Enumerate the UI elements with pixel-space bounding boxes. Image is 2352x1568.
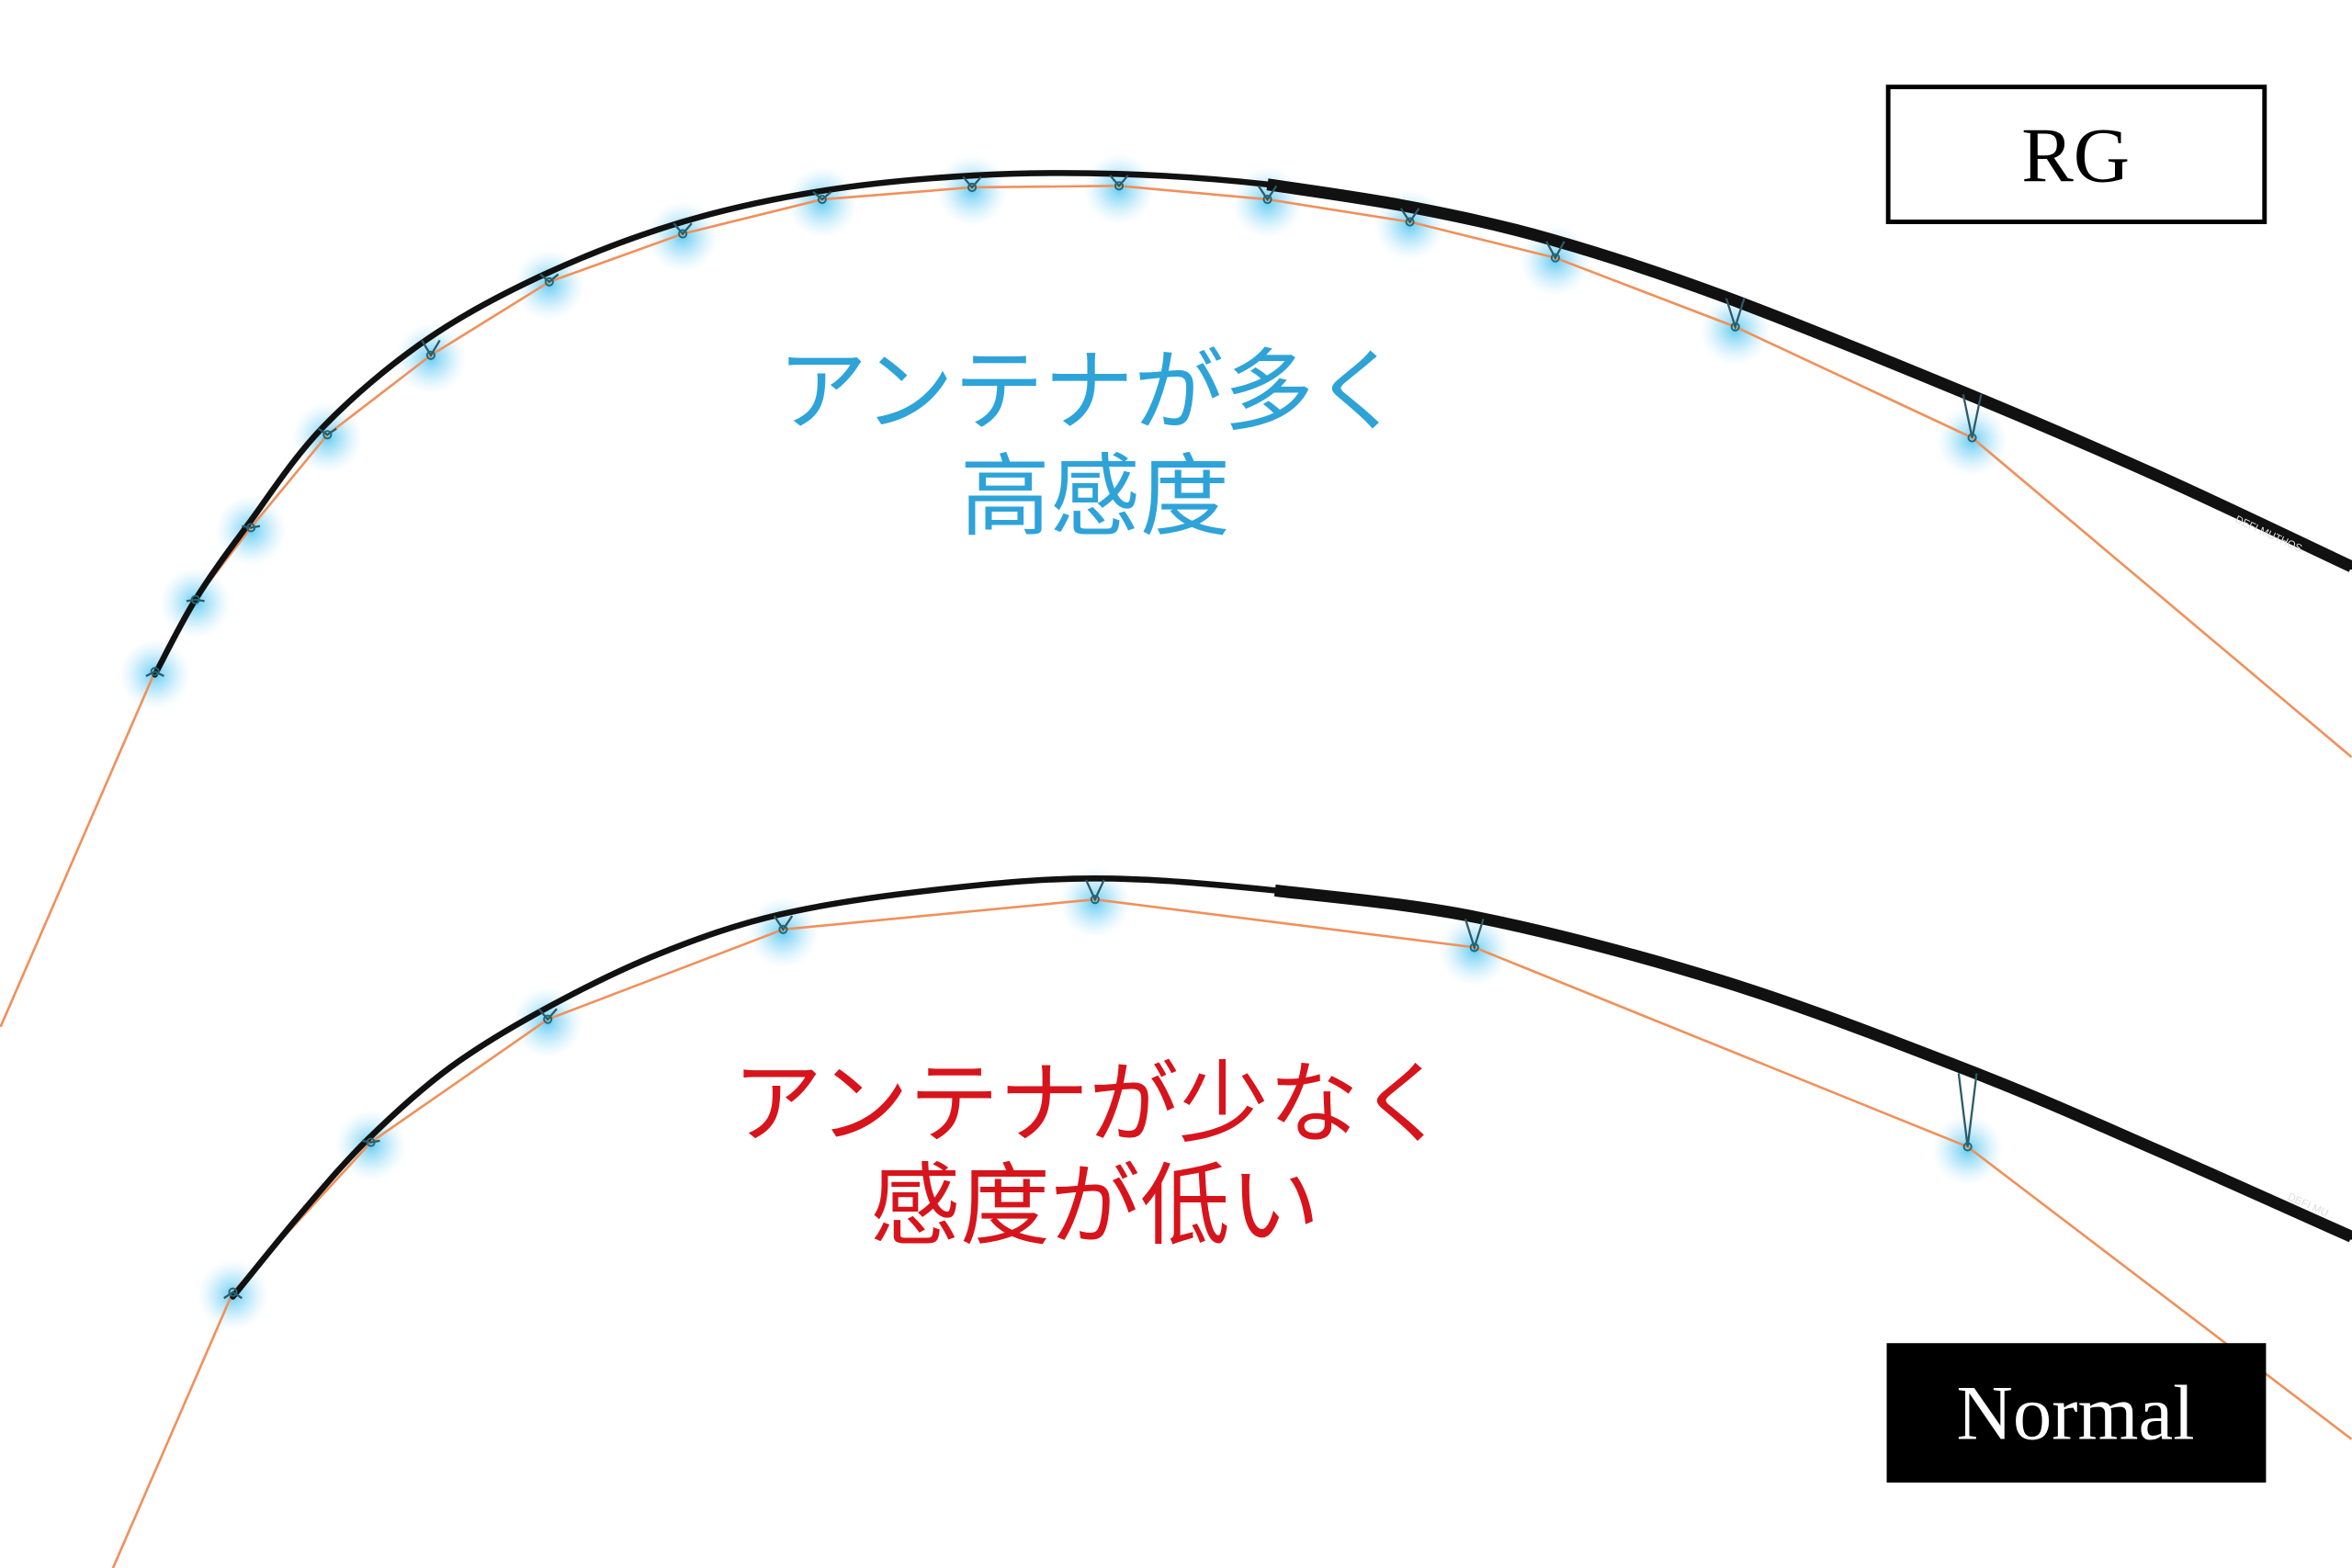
rg-guide-icon	[1399, 208, 1420, 224]
rg-guide-icon	[962, 175, 982, 189]
normal-guide-icon	[1464, 919, 1485, 952]
rg-rod-diagram: DEFI MUTHOS	[0, 152, 2352, 1028]
normal-rod-diagram: DEFI MU	[111, 866, 2352, 1568]
rg-guide-ring	[1114, 181, 1125, 191]
normal-guide-ring	[228, 1287, 238, 1297]
normal-guide-ring	[1090, 895, 1100, 905]
rg-rod-butt	[1266, 178, 2352, 572]
rg-guide-icon	[673, 222, 693, 236]
rg-guide-ring	[1262, 194, 1272, 205]
rg-guide-icon	[317, 427, 337, 436]
rg-guide-ring	[678, 229, 688, 239]
rg-caption-line2: 高感度	[960, 445, 1230, 549]
normal-guide-icon	[773, 915, 794, 931]
normal-guide-icon	[537, 1008, 558, 1021]
rg-guide-icon	[421, 339, 441, 357]
normal-label-box: Normal	[1886, 1343, 2267, 1483]
rg-guide-ring	[1550, 253, 1560, 263]
normal-guide-icon	[223, 1291, 243, 1300]
rg-guide-ring	[1967, 433, 1977, 443]
rg-guide-ring	[246, 523, 256, 533]
normal-guide-ring	[366, 1137, 376, 1147]
rg-guide-ring	[190, 594, 200, 604]
normal-guide-ring	[1469, 942, 1479, 953]
normal-rod-butt	[1273, 884, 2352, 1243]
rg-guide-ring	[1405, 217, 1415, 227]
rg-guide-icon	[539, 273, 560, 284]
rg-caption-line1: アンテナが多く	[777, 340, 1403, 445]
normal-guide-icon	[1085, 879, 1105, 902]
rg-guide-icon	[1962, 393, 1983, 438]
rg-label: RG	[2021, 112, 2130, 198]
normal-guide-ring	[543, 1014, 553, 1024]
normal-guide-ring	[1962, 1142, 1973, 1152]
rg-guide-ring	[544, 276, 554, 287]
rg-guide-icon	[1724, 298, 1746, 331]
normal-caption-line1: アンテナが少なく	[732, 1052, 1448, 1156]
rg-guide-icon	[1109, 175, 1129, 188]
rg-guide-ring	[817, 194, 827, 205]
rg-fishing-line	[0, 185, 2352, 1028]
rg-guide-icon	[1545, 241, 1566, 261]
normal-caption-line2: 感度が低い	[870, 1154, 1320, 1258]
rg-guide-ring	[322, 430, 333, 440]
normal-guide-icon	[1957, 1073, 1978, 1147]
rg-guide-icon	[812, 191, 832, 201]
normal-guide-icon	[361, 1139, 380, 1144]
rg-guide-ring	[967, 182, 978, 193]
rg-guide-icon	[242, 525, 261, 529]
rg-guide-ring	[1730, 321, 1740, 332]
rg-guide-icon	[1257, 185, 1278, 202]
rg-guide-ring	[425, 350, 435, 360]
rg-guide-icon	[145, 670, 164, 678]
rg-guide-ring	[150, 667, 160, 677]
rg-label-box: RG	[1885, 85, 2267, 224]
normal-label: Normal	[1957, 1371, 2195, 1457]
rg-guide-icon	[186, 598, 205, 603]
normal-guide-ring	[778, 924, 788, 934]
